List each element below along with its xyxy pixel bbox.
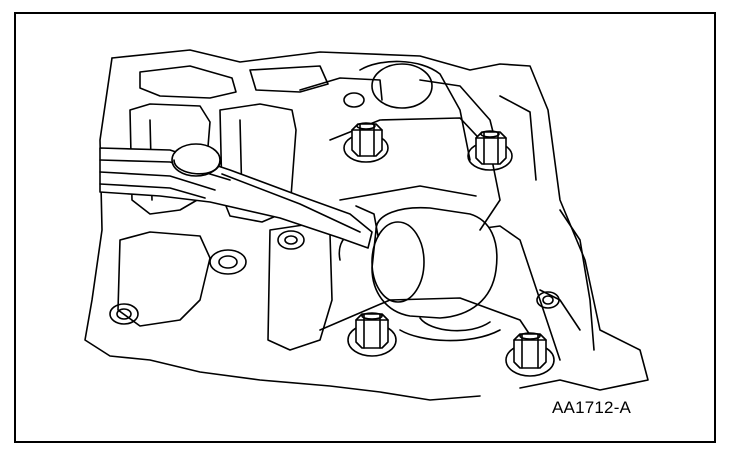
port-openings [109, 92, 560, 325]
bolt-top-left [343, 122, 389, 163]
figure-code-label: AA1712-A [552, 398, 632, 417]
bolt-bottom-right [505, 332, 555, 377]
feeler-gauge [99, 143, 379, 249]
bolt-bottom-left [347, 312, 397, 357]
camshaft [338, 60, 501, 342]
bolt-top-right [467, 130, 513, 171]
figure-frame [14, 12, 716, 443]
